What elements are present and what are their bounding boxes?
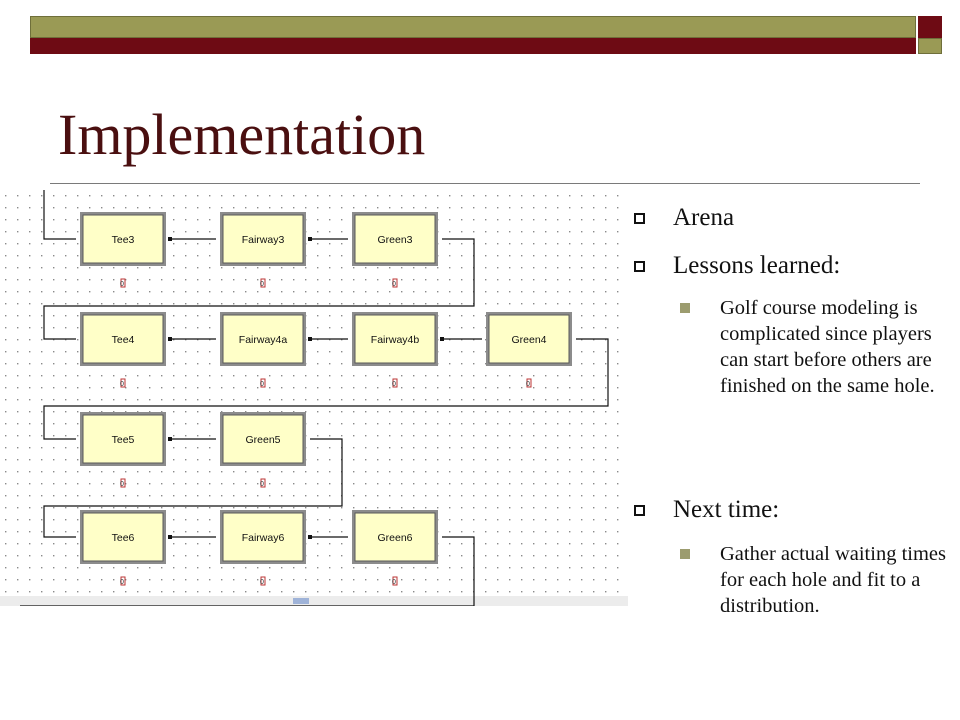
module-green4[interactable]: Green4 0 [486, 312, 572, 388]
exit-point [308, 535, 312, 539]
header-bar-maroon [30, 38, 916, 54]
counter-value: 0 [392, 579, 396, 586]
bullet-text: Next time: [673, 496, 780, 523]
module-fairway4a[interactable]: Fairway4a 0 [220, 312, 306, 388]
counter-value: 0 [260, 579, 264, 586]
corner-block-bottom [918, 38, 942, 54]
counter-indicator [260, 576, 266, 586]
square-filled-bullet-icon [680, 549, 690, 559]
module-face [354, 314, 436, 364]
loop-connector [43, 238, 475, 340]
loop-connector [43, 438, 343, 538]
bullet-text: Arena [673, 204, 735, 231]
counter-value: 0 [120, 481, 124, 488]
bullet-text: Lessons learned: [673, 252, 841, 279]
counter-indicator [260, 478, 266, 488]
loop-connector [20, 536, 475, 606]
title-divider [50, 183, 920, 184]
module-face [82, 214, 164, 264]
bullet-item-lessons: Lessons learned: [634, 252, 840, 280]
module-face [82, 414, 164, 464]
module-label: Tee3 [112, 234, 135, 246]
sub-bullet-item: Gather actual waiting times for each hol… [680, 541, 960, 619]
counter-indicator [260, 378, 266, 388]
module-face [222, 414, 304, 464]
square-outline-bullet-icon [634, 212, 645, 224]
exit-point [168, 535, 172, 539]
module-label: Green5 [245, 434, 280, 446]
module-label: Tee6 [112, 532, 135, 544]
square-outline-bullet-icon [634, 504, 645, 516]
counter-value: 0 [392, 281, 396, 288]
counter-indicator [392, 378, 398, 388]
counter-value: 0 [260, 281, 264, 288]
module-face [222, 214, 304, 264]
module-label: Tee4 [112, 334, 135, 346]
bullet-item-arena: Arena [634, 204, 734, 232]
counter-value: 0 [260, 481, 264, 488]
module-label: Green6 [377, 532, 412, 544]
counter-indicator [120, 378, 126, 388]
module-face [82, 314, 164, 364]
counter-value: 0 [120, 579, 124, 586]
module-green6[interactable]: Green6 0 [352, 510, 438, 586]
slide-title: Implementation [58, 102, 426, 167]
square-outline-bullet-icon [634, 260, 645, 272]
counter-indicator [120, 576, 126, 586]
module-fairway6[interactable]: Fairway6 0 [220, 510, 306, 586]
counter-indicator [526, 378, 532, 388]
exit-point [308, 237, 312, 241]
module-face [488, 314, 570, 364]
exit-point [168, 337, 172, 341]
module-tee5[interactable]: Tee5 0 [80, 412, 166, 488]
module-face [354, 512, 436, 562]
module-label: Green4 [511, 334, 546, 346]
entry-connector [43, 190, 76, 240]
module-label: Fairway4b [371, 334, 420, 346]
sub-bullet-item: Golf course modeling is complicated sinc… [680, 295, 960, 399]
module-label: Green3 [377, 234, 412, 246]
bullet-item-next-time: Next time: [634, 496, 779, 524]
exit-point [308, 337, 312, 341]
counter-value: 0 [120, 281, 124, 288]
sub-bullet-text: Gather actual waiting times for each hol… [720, 543, 946, 617]
module-green5[interactable]: Green5 0 [220, 412, 306, 488]
square-filled-bullet-icon [680, 303, 690, 313]
exit-point [168, 437, 172, 441]
module-label: Fairway6 [242, 532, 285, 544]
counter-indicator [392, 576, 398, 586]
counter-value: 0 [392, 381, 396, 388]
module-face [82, 512, 164, 562]
module-tee4[interactable]: Tee4 0 [80, 312, 166, 388]
counter-indicator [120, 278, 126, 288]
module-label: Fairway3 [242, 234, 285, 246]
canvas-scroll-strip [0, 596, 628, 606]
module-green3[interactable]: Green3 0 [352, 212, 438, 288]
flowchart-canvas: Tee30Fairway30Green30Tee40Fairway4a0Fair… [0, 190, 628, 606]
module-fairway3[interactable]: Fairway3 0 [220, 212, 306, 288]
module-tee6[interactable]: Tee6 0 [80, 510, 166, 586]
module-label: Tee5 [112, 434, 135, 446]
corner-block-top [918, 16, 942, 38]
module-face [354, 214, 436, 264]
module-label: Fairway4a [239, 334, 288, 346]
module-face [222, 512, 304, 562]
counter-indicator [260, 278, 266, 288]
counter-indicator [120, 478, 126, 488]
counter-value: 0 [526, 381, 530, 388]
header-bar [30, 16, 916, 54]
sub-bullet-text: Golf course modeling is complicated sinc… [720, 297, 935, 397]
module-tee3[interactable]: Tee3 0 [80, 212, 166, 288]
counter-value: 0 [260, 381, 264, 388]
module-face [222, 314, 304, 364]
exit-point [440, 337, 444, 341]
header-bar-olive [30, 16, 916, 38]
module-fairway4b[interactable]: Fairway4b 0 [352, 312, 438, 388]
loop-connector [43, 338, 609, 440]
scroll-thumb[interactable] [293, 598, 309, 604]
counter-indicator [392, 278, 398, 288]
exit-point [168, 237, 172, 241]
counter-value: 0 [120, 381, 124, 388]
